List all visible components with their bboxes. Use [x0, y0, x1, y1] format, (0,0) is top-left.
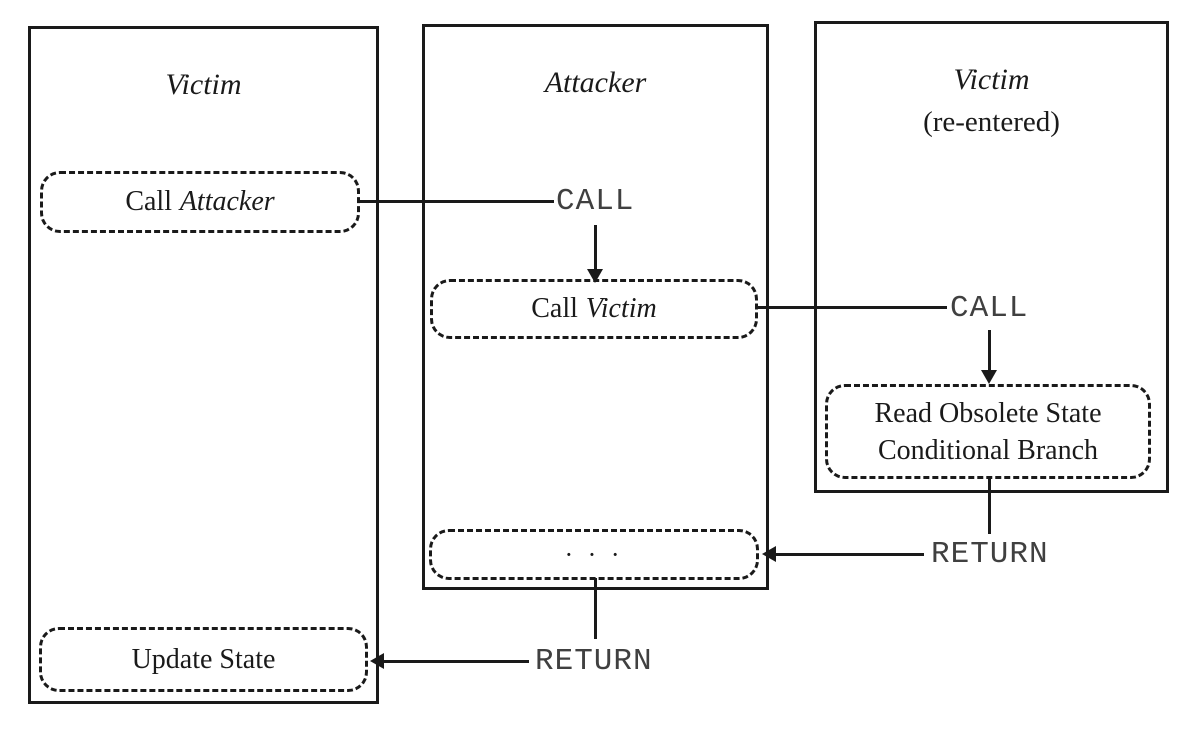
edge-call2-horizontal-line	[757, 306, 947, 309]
lane-victim: Victim	[28, 26, 379, 704]
edge-call1-arrowhead-down	[587, 269, 603, 283]
node-call-attacker-target: Attacker	[179, 186, 275, 217]
edge-call1-vertical-line	[594, 225, 597, 271]
node-call-victim: Call Victim	[430, 279, 758, 339]
lane-victim-reentered-subtitle: (re-entered)	[923, 106, 1060, 138]
edge-call2-vertical-line	[988, 330, 991, 372]
node-call-victim-target: Victim	[585, 293, 657, 324]
edge-label-call1: CALL	[556, 184, 635, 219]
node-read-obsolete-state: Read Obsolete State Conditional Branch	[825, 384, 1151, 479]
edge-label-call2: CALL	[950, 291, 1029, 326]
edge-return1-arrowhead-left	[762, 546, 776, 562]
edge-call2-arrowhead-down	[981, 370, 997, 384]
node-read-obsolete-line2: Conditional Branch	[877, 434, 1099, 466]
node-ellipsis-label: · · ·	[564, 539, 624, 569]
lane-victim-reentered-title: Victim	[953, 63, 1030, 96]
node-read-obsolete-line1: Read Obsolete State	[874, 397, 1102, 429]
node-call-attacker: Call Attacker	[40, 171, 360, 233]
edge-call1-horizontal-line	[358, 200, 554, 203]
node-read-obsolete-state-text: Read Obsolete State Conditional Branch	[874, 395, 1101, 469]
edge-label-return1: RETURN	[931, 537, 1049, 572]
node-update-state: Update State	[39, 627, 368, 692]
edge-return1-horizontal-line	[776, 553, 924, 556]
lane-attacker-title: Attacker	[544, 66, 647, 99]
lane-victim-title: Victim	[165, 68, 242, 101]
edge-return2-horizontal-line	[384, 660, 529, 663]
edge-return1-vertical-line	[988, 477, 991, 534]
edge-return2-arrowhead-left	[370, 653, 384, 669]
node-call-victim-action: Call	[531, 293, 578, 324]
node-call-attacker-action: Call	[125, 186, 172, 217]
edge-label-return2: RETURN	[535, 644, 653, 679]
node-ellipsis: · · ·	[429, 529, 759, 580]
node-update-state-label: Update State	[131, 643, 276, 675]
edge-return2-vertical-line	[594, 578, 597, 639]
